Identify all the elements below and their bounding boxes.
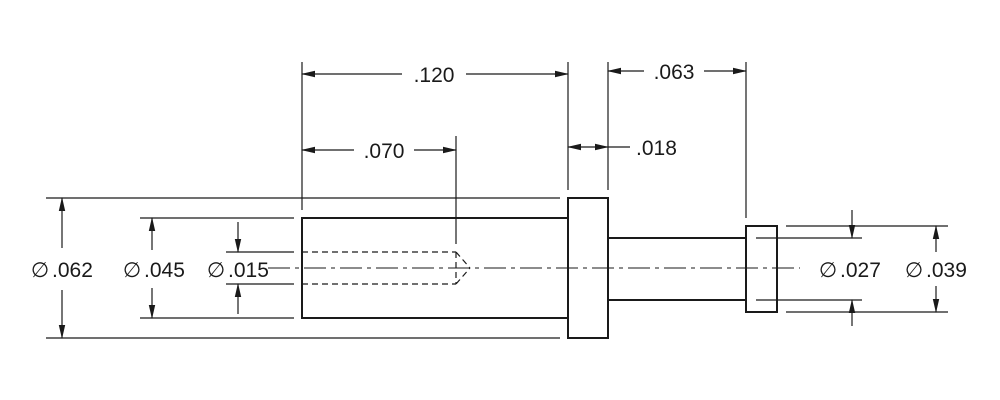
- dimension-text: .063: [654, 61, 695, 84]
- dimension-head-diameter: ∅ .039: [905, 225, 967, 313]
- diameter-symbol: ∅: [819, 259, 837, 282]
- dimension-text: .015: [228, 259, 269, 282]
- dimension-text: .018: [636, 137, 677, 160]
- pin-head: [745, 225, 778, 313]
- dimension-text: .039: [926, 259, 967, 282]
- dimension-text: .045: [144, 259, 185, 282]
- dimension-text: .070: [364, 140, 405, 163]
- diameter-symbol: ∅: [31, 259, 49, 282]
- dimension-flange-thickness: .018: [567, 137, 677, 160]
- dimension-hole-diameter: ∅ .015: [207, 222, 269, 314]
- diameter-symbol: ∅: [207, 259, 225, 282]
- dimension-hole-depth: .070: [301, 140, 457, 163]
- dimension-shank-diameter: ∅ .045: [123, 217, 185, 319]
- dimension-body-diameter: ∅ .062: [31, 197, 93, 339]
- dimension-text: .027: [840, 259, 881, 282]
- dimension-text: .120: [414, 64, 455, 87]
- diameter-symbol: ∅: [905, 259, 923, 282]
- dimension-pin-diameter: ∅ .027: [819, 210, 881, 326]
- diameter-symbol: ∅: [123, 259, 141, 282]
- dimension-pin-length: .063: [607, 61, 747, 84]
- extension-lines: [46, 62, 948, 339]
- dimension-overall-length: .120: [301, 64, 569, 87]
- dimension-text: .062: [52, 259, 93, 282]
